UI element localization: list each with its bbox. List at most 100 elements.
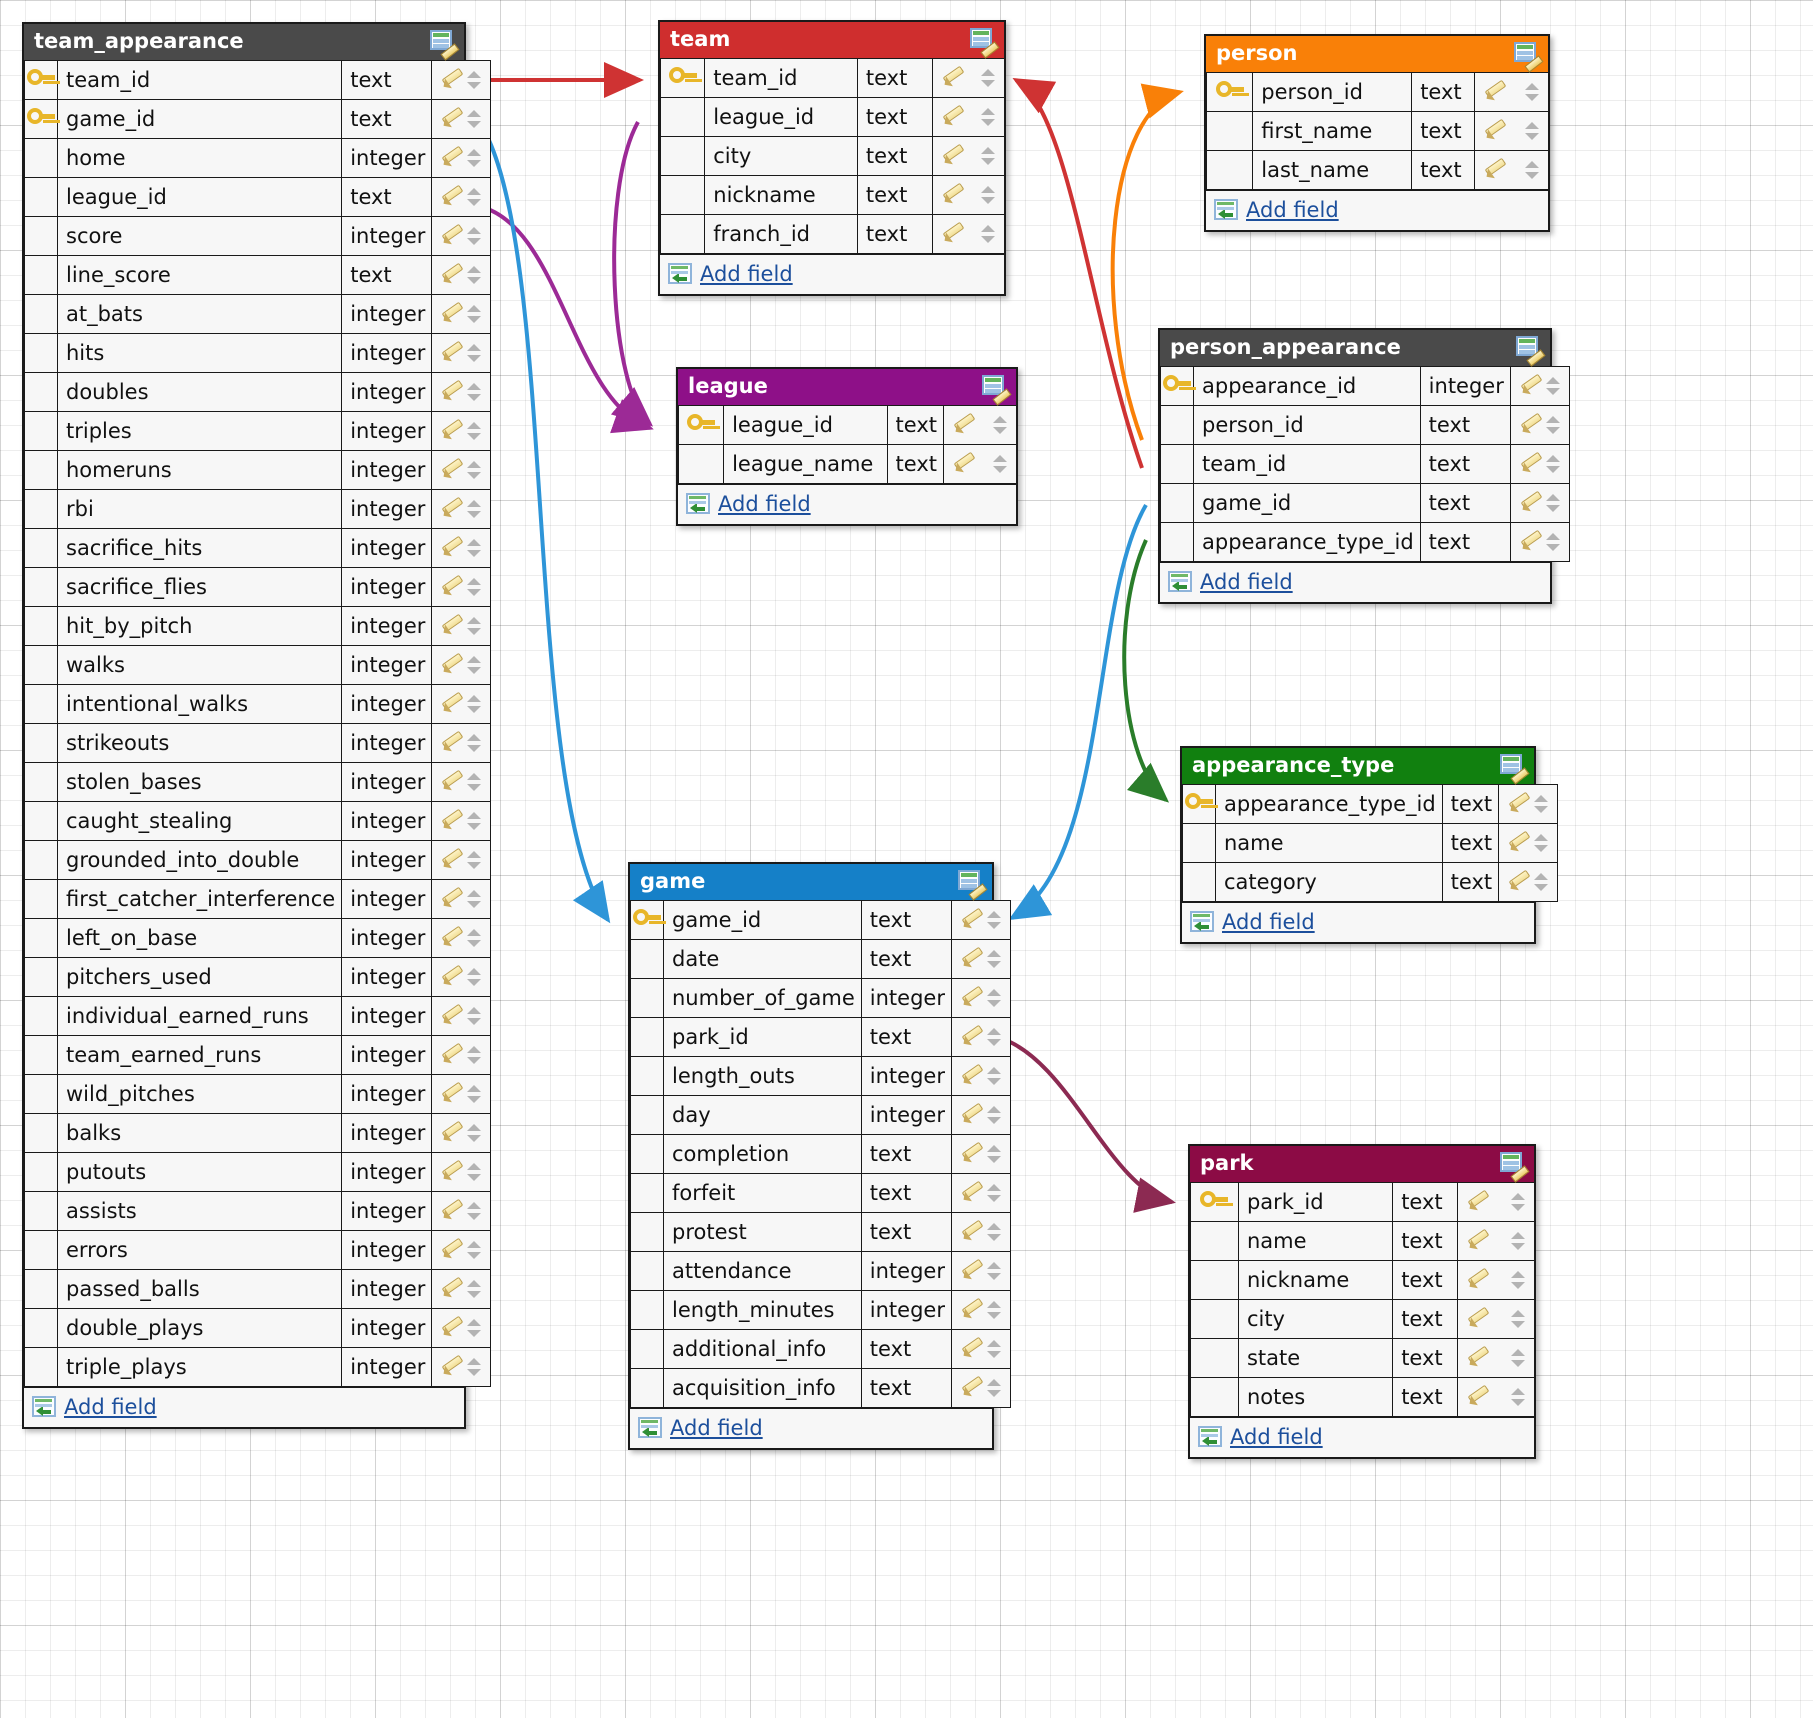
- field-name[interactable]: team_id: [56, 60, 343, 100]
- field-name[interactable]: score: [56, 216, 343, 256]
- field-type[interactable]: text: [860, 1173, 952, 1213]
- sort-arrows-icon[interactable]: [1510, 1385, 1526, 1409]
- sort-arrows-icon[interactable]: [986, 947, 1002, 971]
- sort-arrows-icon[interactable]: [1545, 374, 1561, 398]
- sort-arrows-icon[interactable]: [466, 380, 482, 404]
- field-name[interactable]: pitchers_used: [56, 957, 343, 997]
- sort-arrows-icon[interactable]: [1533, 792, 1549, 816]
- sort-arrows-icon[interactable]: [986, 1025, 1002, 1049]
- sort-arrows-icon[interactable]: [986, 986, 1002, 1010]
- pencil-icon[interactable]: [952, 414, 978, 436]
- pencil-icon[interactable]: [941, 145, 967, 167]
- pencil-icon[interactable]: [440, 459, 466, 481]
- field-name[interactable]: league_name: [723, 444, 888, 484]
- sort-arrows-icon[interactable]: [466, 614, 482, 638]
- field-type[interactable]: integer: [341, 294, 433, 334]
- field-type[interactable]: text: [1392, 1377, 1458, 1417]
- sort-arrows-icon[interactable]: [980, 105, 996, 129]
- field-name[interactable]: passed_balls: [56, 1269, 343, 1309]
- pencil-icon[interactable]: [960, 1377, 986, 1399]
- pencil-icon[interactable]: [440, 1278, 466, 1300]
- field-type[interactable]: integer: [341, 528, 433, 568]
- sort-arrows-icon[interactable]: [986, 1259, 1002, 1283]
- field-type[interactable]: integer: [341, 1269, 433, 1309]
- field-name[interactable]: date: [663, 939, 862, 979]
- field-name[interactable]: park_id: [1237, 1182, 1394, 1222]
- pencil-icon[interactable]: [960, 1104, 986, 1126]
- pencil-icon[interactable]: [1519, 492, 1545, 514]
- field-type[interactable]: text: [341, 255, 433, 295]
- sort-arrows-icon[interactable]: [1510, 1346, 1526, 1370]
- field-name[interactable]: category: [1215, 862, 1443, 902]
- field-type[interactable]: text: [860, 900, 952, 940]
- field-name[interactable]: appearance_id: [1193, 366, 1421, 406]
- sort-arrows-icon[interactable]: [466, 185, 482, 209]
- pencil-icon[interactable]: [1507, 871, 1533, 893]
- field-name[interactable]: additional_info: [663, 1329, 862, 1369]
- field-type[interactable]: integer: [341, 801, 433, 841]
- pencil-icon[interactable]: [960, 1143, 986, 1165]
- sort-arrows-icon[interactable]: [466, 887, 482, 911]
- field-type[interactable]: text: [856, 58, 933, 98]
- sort-arrows-icon[interactable]: [1545, 491, 1561, 515]
- field-type[interactable]: text: [341, 99, 433, 139]
- sort-arrows-icon[interactable]: [466, 341, 482, 365]
- pencil-icon[interactable]: [1466, 1308, 1492, 1330]
- field-type[interactable]: integer: [341, 489, 433, 529]
- table-edit-icon[interactable]: [1514, 42, 1544, 73]
- sort-arrows-icon[interactable]: [986, 1298, 1002, 1322]
- sort-arrows-icon[interactable]: [1510, 1307, 1526, 1331]
- add-field-button[interactable]: Add field: [24, 1387, 464, 1427]
- field-type[interactable]: integer: [341, 918, 433, 958]
- table-header-team_appearance[interactable]: team_appearance: [24, 24, 464, 61]
- add-field-button[interactable]: Add field: [660, 254, 1004, 294]
- field-type[interactable]: integer: [341, 957, 433, 997]
- table-header-person[interactable]: person: [1206, 36, 1548, 73]
- sort-arrows-icon[interactable]: [1545, 452, 1561, 476]
- field-name[interactable]: first_name: [1252, 111, 1413, 151]
- field-type[interactable]: text: [856, 136, 933, 176]
- sort-arrows-icon[interactable]: [466, 536, 482, 560]
- field-type[interactable]: text: [1441, 784, 1500, 824]
- pencil-icon[interactable]: [1466, 1269, 1492, 1291]
- field-name[interactable]: caught_stealing: [56, 801, 343, 841]
- field-type[interactable]: text: [341, 60, 433, 100]
- field-name[interactable]: game_id: [56, 99, 343, 139]
- pencil-icon[interactable]: [440, 498, 466, 520]
- table-edit-icon[interactable]: [1500, 1152, 1530, 1183]
- table-edit-icon[interactable]: [958, 870, 988, 901]
- pencil-icon[interactable]: [440, 264, 466, 286]
- field-name[interactable]: team_id: [704, 58, 858, 98]
- field-type[interactable]: integer: [341, 840, 433, 880]
- add-field-button[interactable]: Add field: [1190, 1417, 1534, 1457]
- field-type[interactable]: text: [1411, 72, 1475, 112]
- field-name[interactable]: city: [704, 136, 858, 176]
- field-name[interactable]: city: [1237, 1299, 1394, 1339]
- field-name[interactable]: rbi: [56, 489, 343, 529]
- field-type[interactable]: text: [860, 1368, 952, 1408]
- sort-arrows-icon[interactable]: [466, 1082, 482, 1106]
